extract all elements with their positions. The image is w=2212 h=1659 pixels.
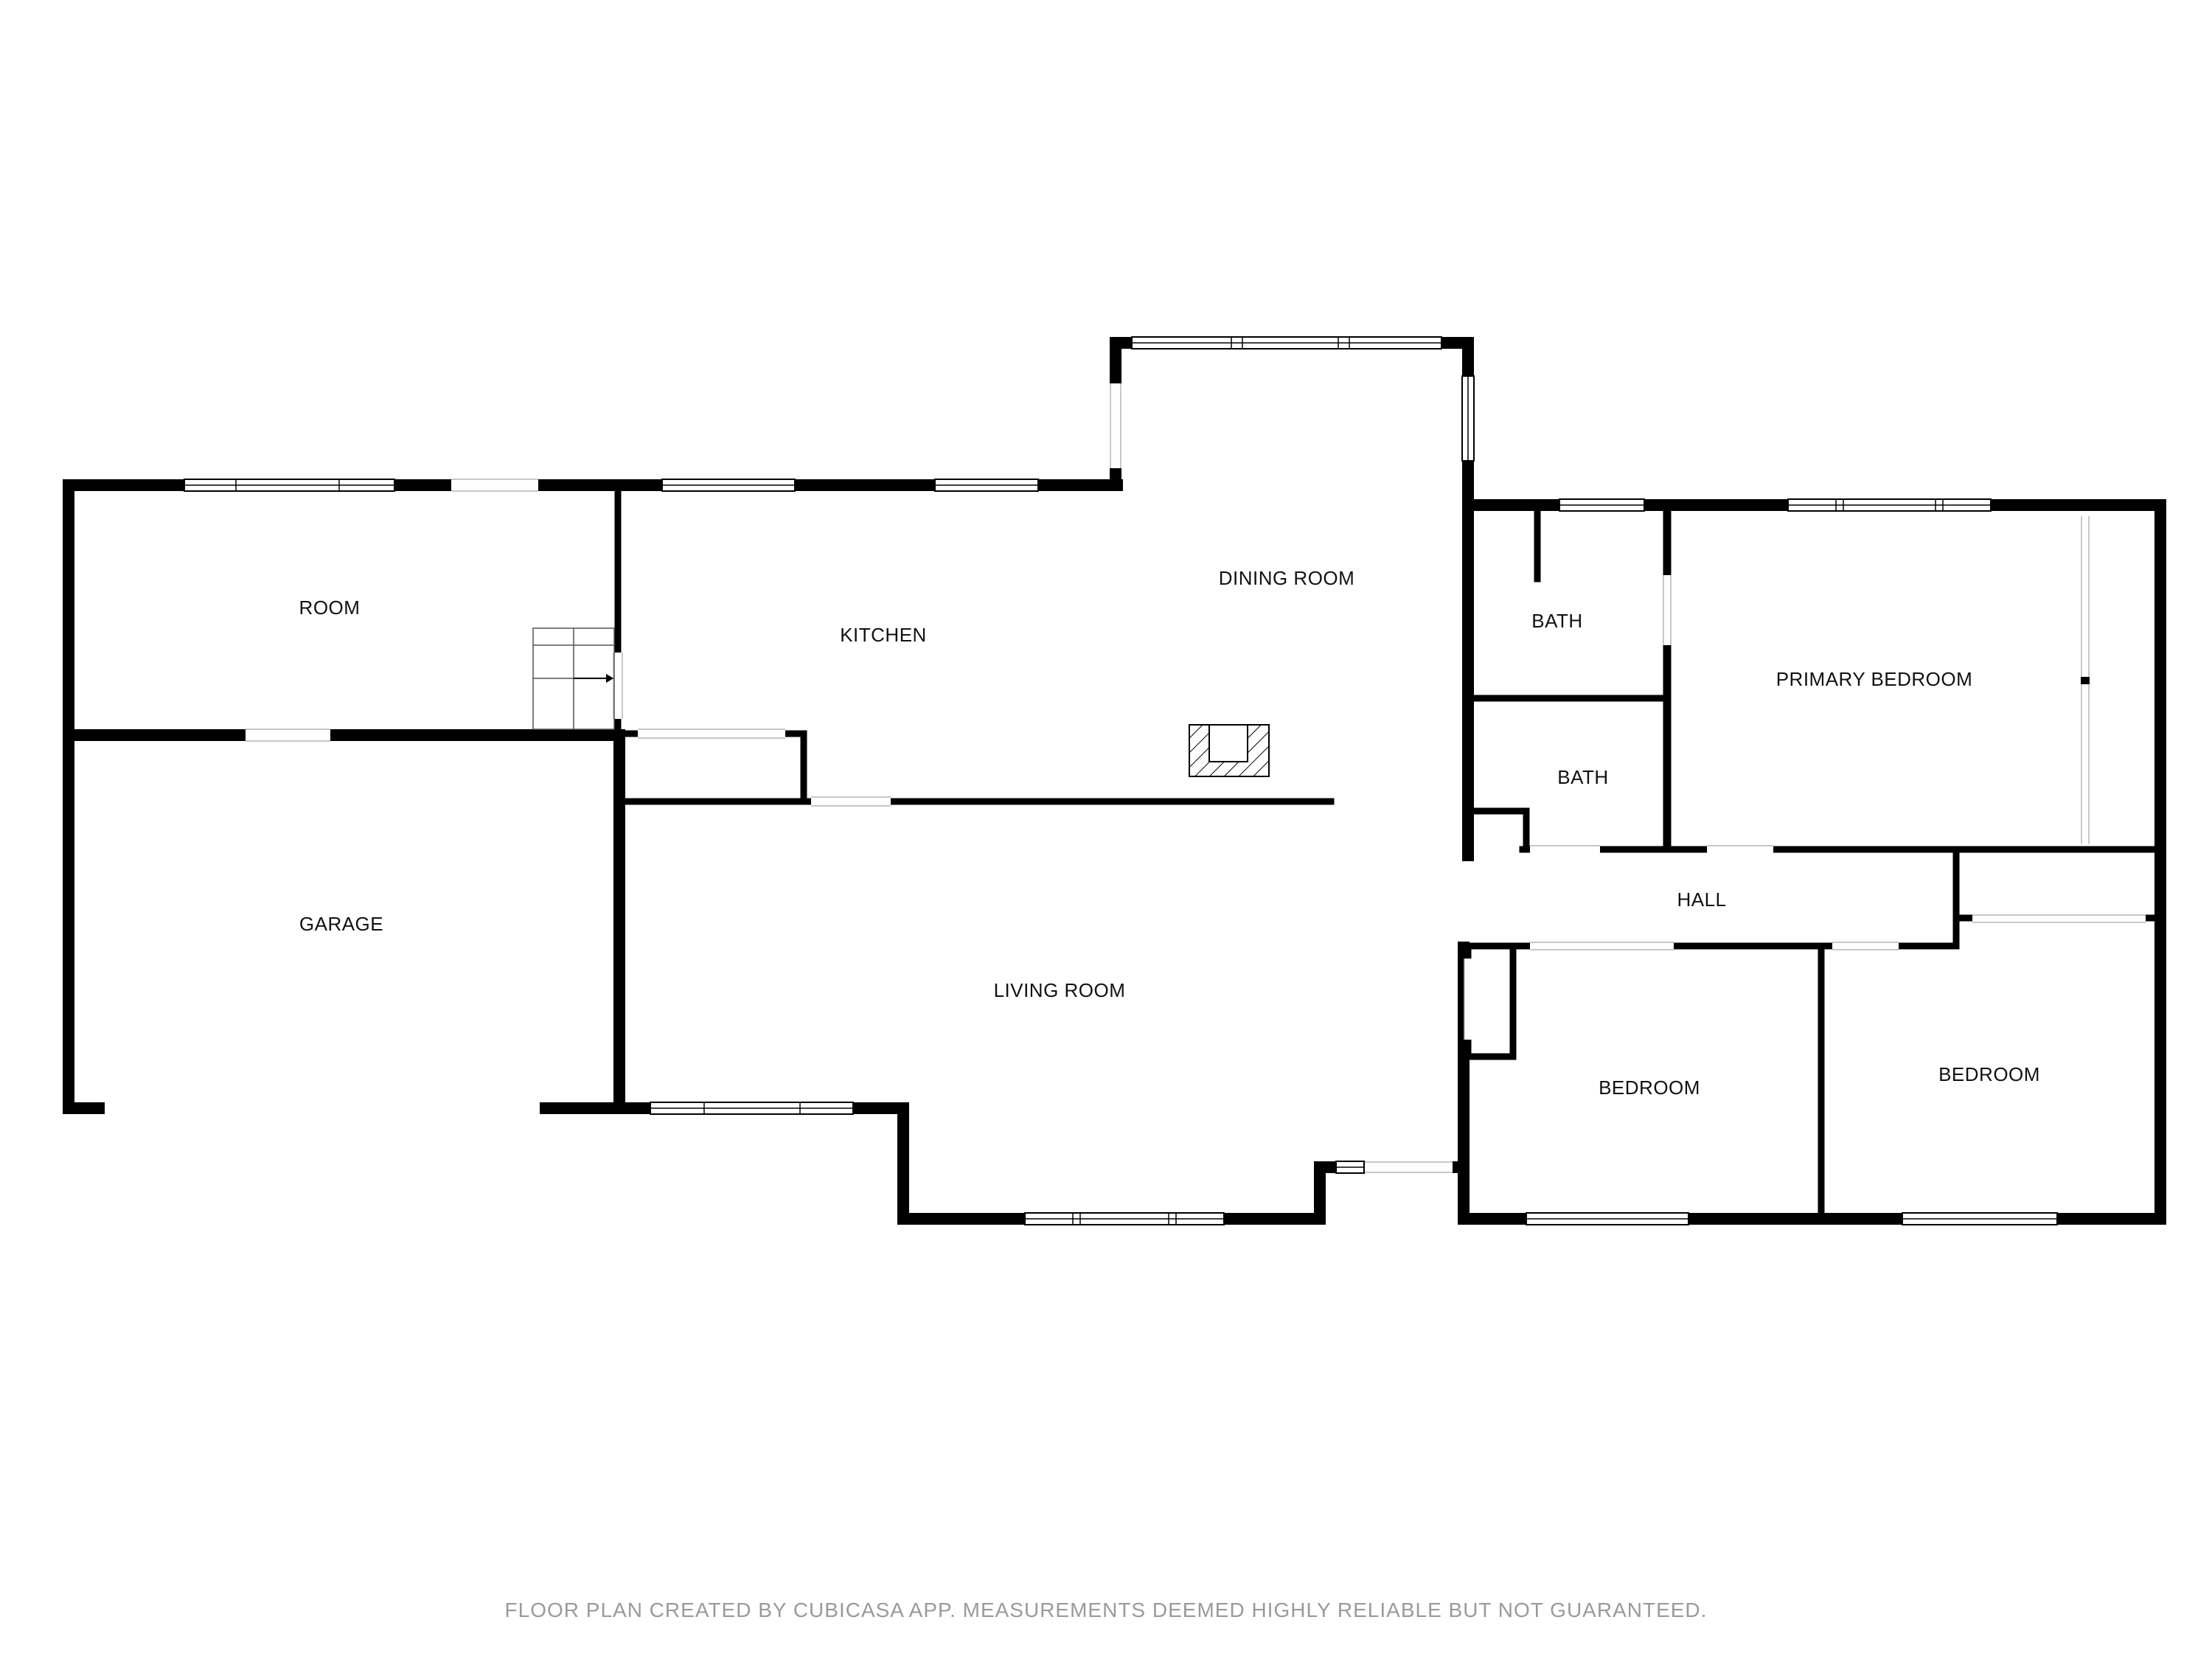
window-living-bottom (1024, 1212, 1225, 1225)
opening-room-top (451, 478, 538, 493)
fireplace-icon (1189, 724, 1270, 777)
opening-bath-primary (1663, 575, 1672, 645)
window-entry (1335, 1161, 1365, 1174)
window-bedroom-right (1902, 1212, 2058, 1225)
window-kitchen-top-2 (934, 479, 1039, 492)
label-dining-room: DINING ROOM (1219, 567, 1355, 589)
label-garage: GARAGE (299, 913, 383, 935)
stairs (532, 627, 615, 730)
window-primary-top (1787, 498, 1992, 512)
opening-bedroom-left (1530, 942, 1674, 950)
label-room: ROOM (299, 597, 361, 619)
opening-bedroom-right (1832, 942, 1899, 950)
openings (246, 383, 2146, 1173)
room-labels: ROOM KITCHEN DINING ROOM GARAGE LIVING R… (299, 567, 2040, 1099)
label-kitchen: KITCHEN (840, 624, 927, 646)
label-living-room: LIVING ROOM (994, 979, 1126, 1001)
room-kitchen-door (613, 653, 623, 719)
window-room-top (184, 479, 395, 492)
window-living-left (650, 1102, 854, 1115)
label-bedroom-right: BEDROOM (1938, 1063, 2040, 1085)
window-kitchen-top-1 (661, 479, 796, 492)
walls (63, 337, 2166, 1225)
window-bath-top (1559, 498, 1645, 512)
opening-dining-left (1110, 383, 1121, 468)
window-dining-right (1461, 375, 1475, 462)
label-bedroom-left: BEDROOM (1599, 1077, 1700, 1099)
window-dining-top (1131, 336, 1442, 349)
footer-disclaimer: FLOOR PLAN CREATED BY CUBICASA APP. MEAS… (504, 1599, 1708, 1621)
opening-front-entry (1336, 1161, 1453, 1173)
opening-kitchen-living (811, 796, 891, 807)
opening-hall-bath (1530, 845, 1600, 854)
windows (184, 336, 2058, 1225)
opening-hall-primary (1707, 845, 1773, 854)
opening-closet-right-bedroom (1972, 914, 2146, 923)
label-bath-upper: BATH (1531, 610, 1582, 632)
opening-room-garage (246, 728, 330, 742)
label-hall: HALL (1677, 888, 1726, 911)
opening-pantry (638, 728, 785, 739)
label-primary-bedroom: PRIMARY BEDROOM (1776, 668, 1973, 690)
window-bedroom-left (1526, 1212, 1689, 1225)
label-bath-lower: BATH (1557, 766, 1608, 788)
closet-divider-mark (2081, 677, 2090, 684)
stairs-arrow-icon (606, 674, 613, 683)
opening-closet-bedroom (1464, 959, 1472, 1040)
